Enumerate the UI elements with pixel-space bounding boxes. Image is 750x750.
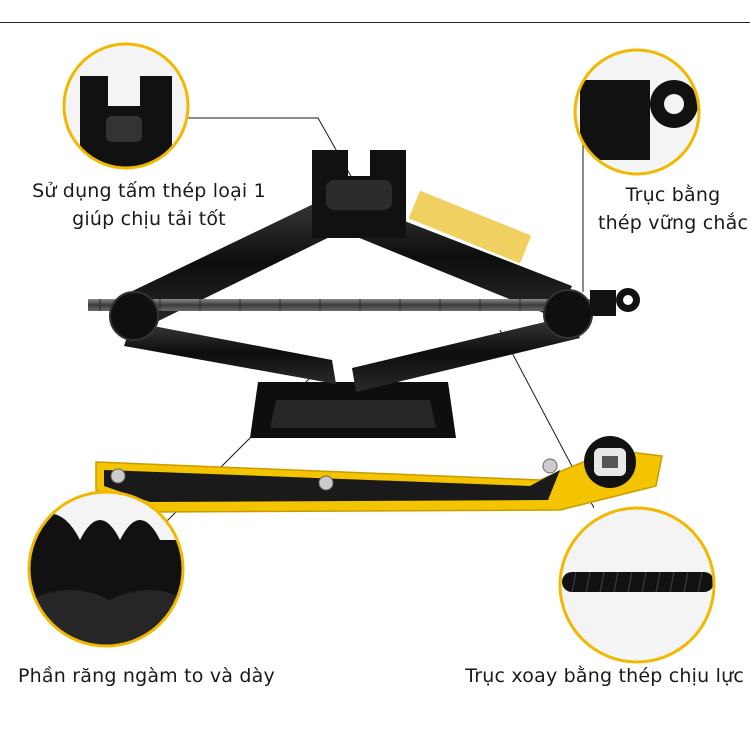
- threaded-rod: [88, 299, 608, 311]
- callout-line: Trục xoay bằng thép chịu lực: [465, 665, 744, 687]
- callout-line: Phần răng ngàm to và dày: [18, 665, 275, 687]
- warning-label: [408, 190, 532, 264]
- callout-line: giúp chịu tải tốt: [72, 208, 226, 230]
- left-pivot: [109, 291, 159, 341]
- callout-text-top-right: Trục bằng thép vững chắc: [598, 181, 748, 237]
- top-divider-line: [0, 22, 750, 23]
- callout-text-top-left: Sử dụng tấm thép loại 1 giúp chịu tải tố…: [18, 177, 280, 233]
- crank-handle: [95, 436, 663, 513]
- callout-text-bottom-right: Trục xoay bằng thép chịu lực: [448, 662, 744, 690]
- callout-bottom-right-image: [560, 508, 714, 662]
- jack-base: [250, 382, 456, 438]
- callout-line: thép vững chắc: [598, 212, 749, 234]
- callout-text-bottom-left: Phần răng ngàm to và dày: [18, 662, 288, 690]
- callout-line: Trục bằng: [625, 184, 721, 206]
- jack-saddle: [312, 150, 406, 238]
- eye-hook: [590, 288, 640, 316]
- callout-bottom-left-image: [29, 492, 183, 646]
- right-pivot: [543, 289, 593, 339]
- callout-top-left-image: [64, 44, 188, 168]
- callout-line: Sử dụng tấm thép loại 1: [32, 180, 266, 202]
- callout-top-right-image: [575, 50, 699, 174]
- bottom-margin: [0, 703, 750, 750]
